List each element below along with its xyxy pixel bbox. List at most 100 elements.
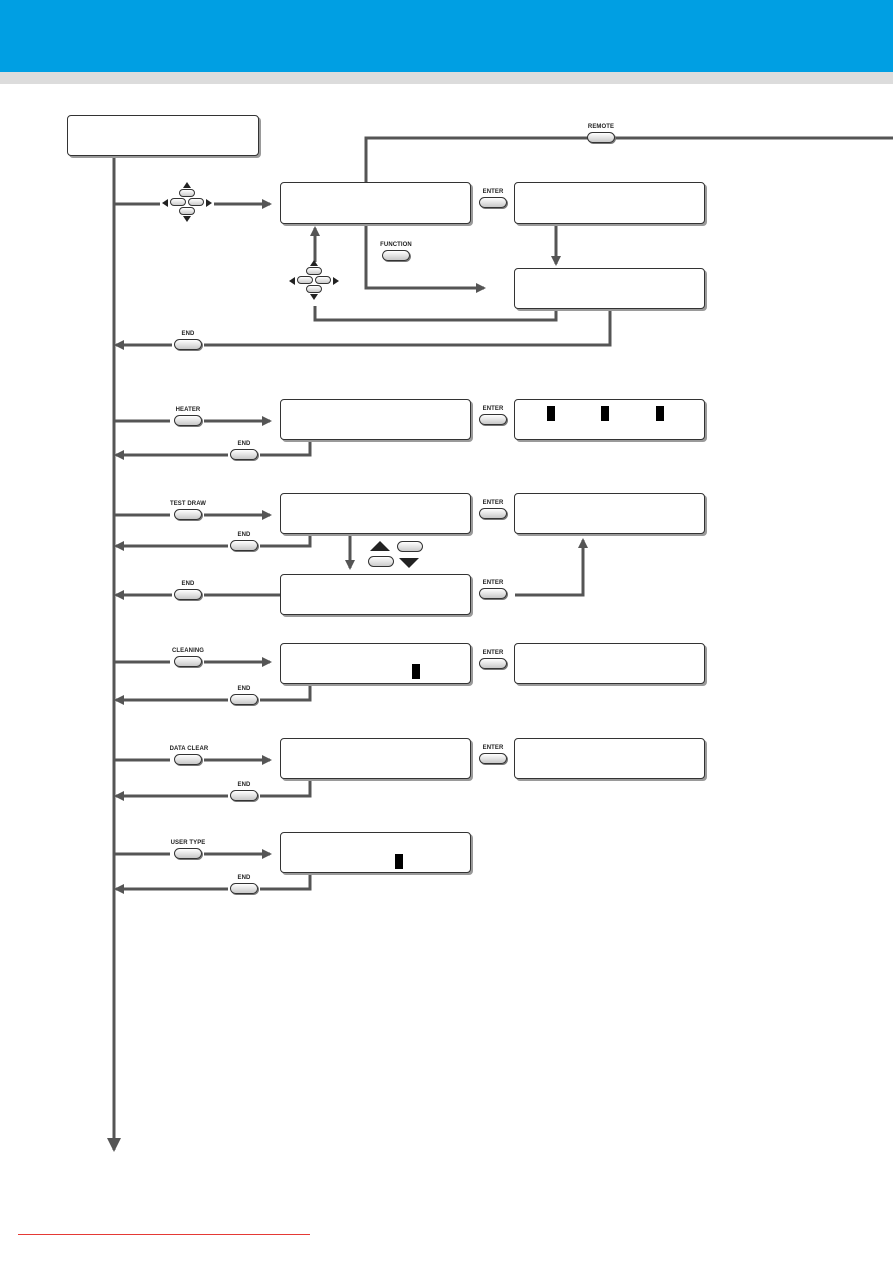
key-cap (230, 449, 258, 460)
enter-key-heater[interactable]: ENTER (473, 404, 513, 425)
page-header-band (0, 0, 893, 72)
lcd-display-test-draw-select (280, 574, 471, 615)
test-draw-key-label: TEST DRAW (169, 500, 207, 507)
footer-rule (18, 1234, 310, 1235)
enter-key-data-clear[interactable]: ENTER (473, 743, 513, 764)
cursor-block (412, 664, 420, 679)
end-key-heater[interactable]: END (224, 439, 264, 460)
key-cap (479, 197, 507, 208)
up-key[interactable] (179, 189, 195, 197)
up-arrow-icon (310, 260, 318, 266)
end-key-user-type[interactable]: END (224, 873, 264, 894)
up-arrow-icon (183, 182, 191, 188)
key-cap (382, 250, 410, 261)
right-arrow-icon (206, 199, 212, 207)
key-cap (174, 339, 202, 350)
key-cap (479, 508, 507, 519)
lcd-display-test-draw-enter (514, 493, 705, 534)
lcd-display-heater-enter (514, 399, 705, 440)
jog-cross-keys-icon[interactable] (162, 182, 212, 222)
lcd-display-data-clear (280, 738, 471, 779)
key-cap (174, 848, 202, 859)
key-cap (230, 790, 258, 801)
enter-key-cleaning[interactable]: ENTER (473, 648, 513, 669)
end-key-label: END (237, 531, 251, 538)
right-key[interactable] (188, 198, 204, 206)
data-clear-key-label: DATA CLEAR (169, 745, 209, 752)
right-key[interactable] (315, 276, 331, 284)
cursor-block (601, 406, 609, 421)
end-key-data-clear[interactable]: END (224, 780, 264, 801)
cursor-block (547, 406, 555, 421)
enter-key-label: ENTER (482, 405, 504, 412)
user-type-key[interactable]: USER TYPE (168, 838, 208, 859)
enter-key-label: ENTER (482, 579, 504, 586)
key-cap (174, 415, 202, 426)
up-down-keys-icon[interactable] (367, 540, 427, 570)
down-key[interactable] (368, 556, 394, 567)
end-key-label: END (237, 440, 251, 447)
key-cap (479, 753, 507, 764)
down-arrow-icon (183, 216, 191, 222)
remote-key-label: REMOTE (587, 123, 615, 130)
key-cap (174, 589, 202, 600)
data-clear-key[interactable]: DATA CLEAR (168, 744, 208, 765)
enter-key-test-draw[interactable]: ENTER (473, 498, 513, 519)
left-arrow-icon (162, 199, 168, 207)
left-key[interactable] (170, 198, 186, 206)
key-cap (230, 540, 258, 551)
key-cap (174, 656, 202, 667)
up-arrow-icon (370, 541, 390, 551)
key-cap (174, 754, 202, 765)
end-key-label: END (181, 330, 195, 337)
end-key-label: END (237, 685, 251, 692)
lcd-display-jog-enter (514, 182, 705, 224)
down-arrow-icon (399, 558, 419, 568)
up-key[interactable] (397, 541, 423, 552)
key-cap (479, 658, 507, 669)
key-cap (174, 509, 202, 520)
end-key-label: END (181, 580, 195, 587)
left-key[interactable] (297, 276, 313, 284)
end-key-label: END (237, 874, 251, 881)
key-cap (230, 694, 258, 705)
lcd-display-jog (280, 182, 471, 224)
key-cap (587, 132, 615, 143)
page-header-stripe (0, 72, 893, 84)
end-key-test-draw[interactable]: END (224, 530, 264, 551)
lcd-display-cleaning-enter (514, 643, 705, 684)
jog-cross-keys-icon[interactable] (289, 260, 339, 300)
lcd-display-data-clear-enter (514, 738, 705, 779)
enter-key-test-draw-select[interactable]: ENTER (473, 578, 513, 599)
left-arrow-icon (289, 277, 295, 285)
cursor-block (395, 854, 403, 869)
end-key-label: END (237, 781, 251, 788)
function-key[interactable]: FUNCTION (376, 240, 416, 261)
enter-key-label: ENTER (482, 188, 504, 195)
down-key[interactable] (179, 207, 195, 215)
lcd-display-cleaning (280, 643, 471, 684)
end-key-row1[interactable]: END (168, 329, 208, 350)
lcd-display-heater (280, 399, 471, 440)
cleaning-key[interactable]: CLEANING (168, 646, 208, 667)
lcd-display-function (514, 268, 705, 309)
test-draw-key[interactable]: TEST DRAW (168, 499, 208, 520)
down-key[interactable] (306, 285, 322, 293)
key-cap (479, 588, 507, 599)
enter-key-label: ENTER (482, 744, 504, 751)
key-cap (230, 883, 258, 894)
enter-key-row1[interactable]: ENTER (473, 187, 513, 208)
end-key-test-draw-select[interactable]: END (168, 579, 208, 600)
end-key-cleaning[interactable]: END (224, 684, 264, 705)
up-key[interactable] (306, 267, 322, 275)
heater-key-label: HEATER (175, 406, 201, 413)
user-type-key-label: USER TYPE (170, 839, 206, 846)
right-arrow-icon (333, 277, 339, 285)
start-display-box (67, 115, 259, 156)
remote-key[interactable]: REMOTE (581, 122, 621, 143)
function-key-label: FUNCTION (380, 241, 412, 248)
heater-key[interactable]: HEATER (168, 405, 208, 426)
lcd-display-user-type (280, 832, 471, 873)
cleaning-key-label: CLEANING (172, 647, 204, 654)
lcd-display-test-draw (280, 493, 471, 534)
